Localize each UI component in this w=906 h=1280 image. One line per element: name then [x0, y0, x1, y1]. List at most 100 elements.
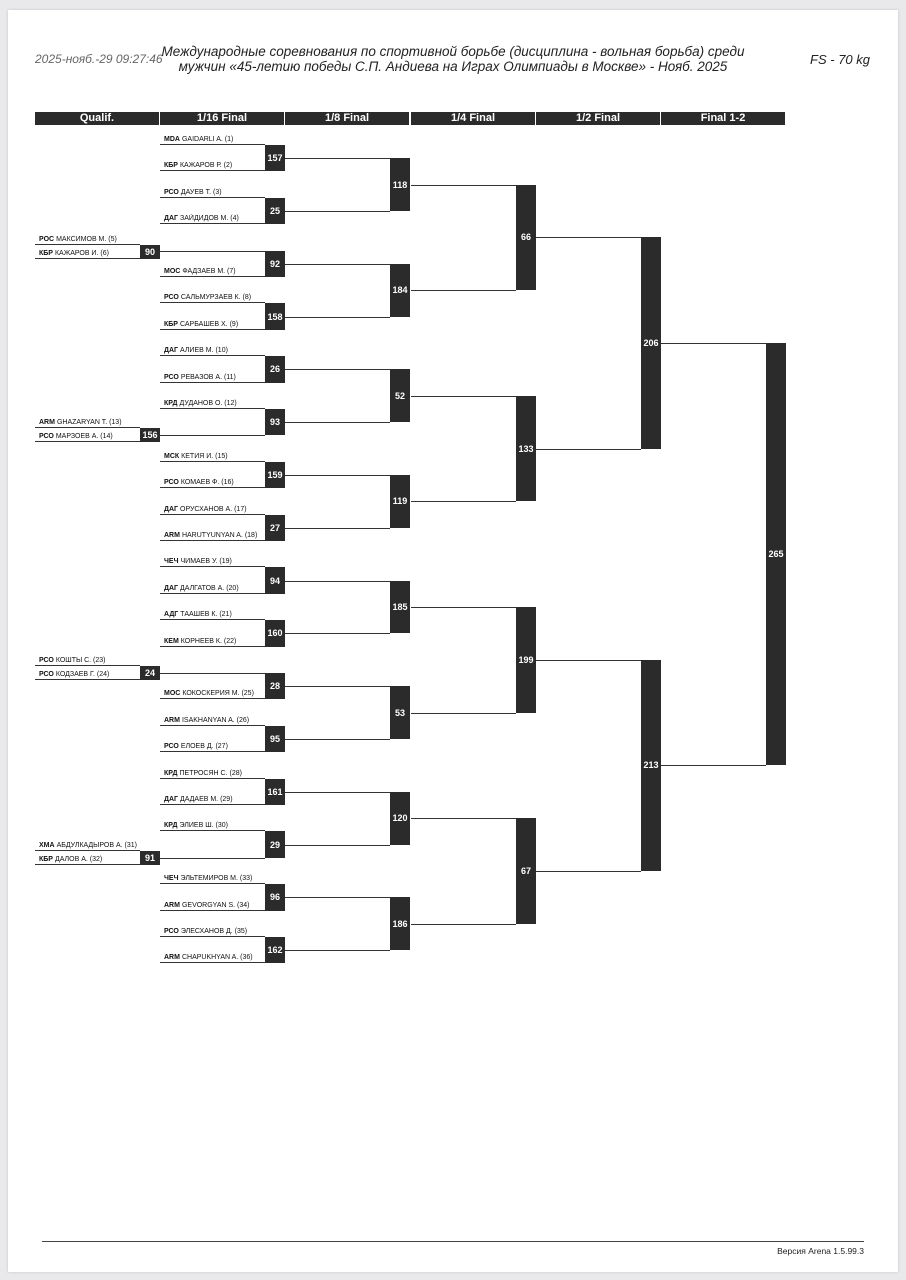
bout-number: 24: [140, 666, 160, 680]
bout-number: 118: [390, 158, 410, 211]
country-code: РСО: [164, 479, 179, 487]
country-code: ДАГ: [164, 796, 179, 803]
country-code: ЧЕЧ: [164, 875, 179, 883]
athlete-name: ЭЛЬТЕМИРОВ М. (33): [180, 875, 253, 883]
country-code: ДАГ: [164, 584, 179, 592]
title-line-2: мужчин «45-летию победы С.П. Андиева на …: [178, 59, 728, 74]
connector-line: [411, 501, 516, 503]
athlete-name: GHAZARYAN T. (13): [56, 419, 122, 426]
country-code: КБР: [164, 162, 178, 170]
bout-number: 213: [641, 659, 661, 871]
country-code: РСО: [39, 657, 54, 664]
country-code: MDA: [164, 136, 180, 143]
connector-line: [536, 448, 641, 450]
connector-line: [285, 844, 390, 846]
bout-number: 96: [265, 884, 285, 911]
country-code: ARM: [164, 532, 180, 539]
country-code: МСК: [164, 452, 180, 460]
connector-line: [536, 871, 641, 872]
country-code: РСО: [39, 671, 54, 678]
country-code: РОС: [39, 236, 55, 243]
athlete-name: ЭЛИЕВ Ш. (30): [179, 822, 228, 830]
bout-number: 185: [390, 580, 410, 634]
athlete-name: КОРНЕЕВ К. (22): [180, 637, 237, 645]
connector-line: [285, 211, 390, 212]
connector-line: [285, 475, 390, 476]
athlete-name: ЧИМАЕВ У. (19): [180, 558, 232, 566]
athlete-name: ДУДАНОВ О. (12): [179, 400, 237, 407]
bracket-sheet: 2025-нояб.-29 09:27:46 Международные сор…: [8, 10, 898, 1272]
connector-line: [411, 184, 516, 186]
athlete-name: GEVORGYAN S. (34): [181, 901, 250, 909]
connector-line: [285, 316, 390, 318]
connector-line: [285, 369, 390, 371]
country-code: КБР: [39, 250, 53, 257]
connector-line: [411, 923, 516, 925]
country-code: КБР: [164, 320, 178, 328]
bout-number: 186: [390, 897, 410, 951]
country-code: ARM: [164, 901, 180, 909]
bout-number: 28: [265, 673, 285, 700]
final-bout-number: 265: [766, 343, 786, 766]
bout-number: 133: [516, 395, 536, 502]
round-header: 1/4 Final: [411, 112, 536, 125]
bout-number: 52: [390, 369, 410, 423]
country-code: ДАГ: [164, 215, 179, 223]
round-header: Qualif.: [35, 112, 160, 125]
athlete-name: КАЖАРОВ Р. (2): [179, 162, 233, 170]
country-code: РСО: [164, 294, 179, 302]
country-code: РСО: [164, 928, 179, 935]
connector-line: [285, 263, 390, 265]
bout-number: 95: [265, 725, 285, 753]
athlete-name: КОДЗАЕВ Г. (24): [55, 671, 110, 678]
connector-line: [285, 580, 390, 582]
country-code: КРД: [164, 769, 178, 777]
bout-number: 156: [140, 428, 160, 442]
connector-line: [160, 250, 265, 252]
athlete-name: GAIDARLI A. (1): [181, 136, 234, 143]
athlete-name: КОШТЫ С. (23): [55, 657, 106, 664]
athlete-name: ДАУЕВ Т. (3): [180, 188, 222, 196]
country-code: ARM: [39, 419, 55, 426]
connector-line: [411, 818, 516, 820]
print-datetime: 2025-нояб.-29 09:27:46: [35, 52, 163, 66]
bout-number: 53: [390, 686, 410, 739]
competition-title: Международные соревнования по спортивной…: [158, 44, 748, 74]
connector-line: [285, 686, 390, 688]
round-header: 1/8 Final: [285, 112, 410, 125]
bout-number: 67: [516, 818, 536, 924]
bout-number: 206: [641, 237, 661, 449]
country-code: ARM: [164, 716, 180, 724]
version-label: Версия Arena 1.5.99.3: [777, 1246, 864, 1256]
connector-line: [285, 633, 390, 635]
bout-number: 26: [265, 356, 285, 383]
athlete-name: РЕВАЗОВ А. (11): [180, 373, 236, 381]
country-code: МОС: [164, 690, 181, 698]
bout-number: 158: [265, 303, 285, 330]
athlete-name: МАРЗОЕВ А. (14): [55, 433, 113, 440]
connector-line: [285, 422, 390, 424]
athlete-name: ЗАЙДИДОВ М. (4): [180, 215, 239, 223]
athlete-name: ЭЛЕСХАНОВ Д. (35): [180, 928, 248, 935]
bout-number: 91: [140, 851, 160, 865]
connector-line: [285, 897, 390, 899]
bout-number: 159: [265, 461, 285, 489]
country-code: КРД: [164, 822, 178, 830]
bout-number: 161: [265, 778, 285, 805]
country-code: ХМА: [39, 842, 55, 849]
bout-number: 120: [390, 791, 410, 845]
athlete-name: КОМАЕВ Ф. (16): [180, 479, 234, 487]
